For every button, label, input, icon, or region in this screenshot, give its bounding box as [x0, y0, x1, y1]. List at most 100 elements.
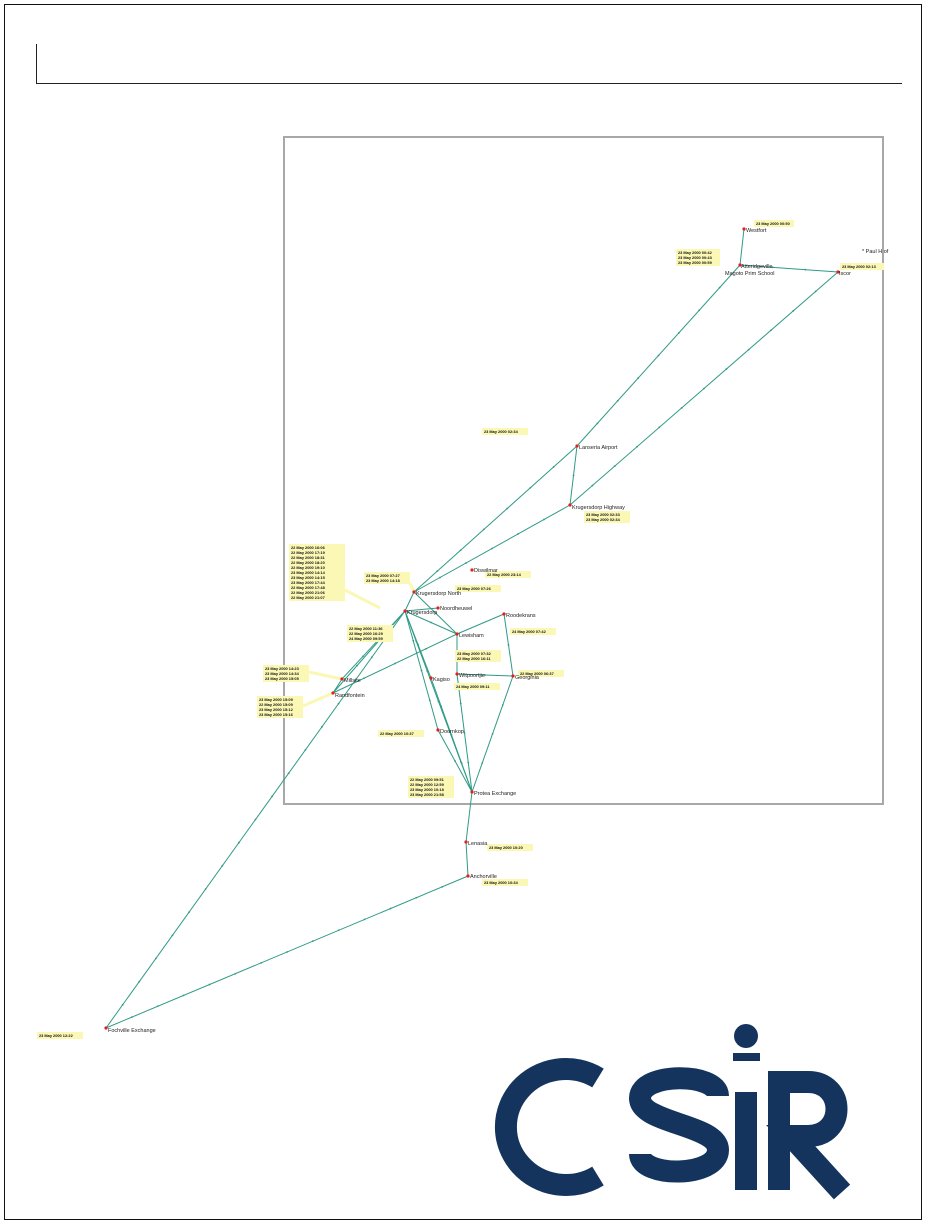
timestamp-label: 23 May 2000 07:26 [457, 586, 492, 591]
timestamp-tag-bg [289, 544, 345, 601]
label-leaders [302, 582, 416, 708]
route-waypoint [271, 795, 274, 798]
place-iscor[interactable]: Iscor [836, 270, 851, 277]
timestamp-tag-bg [263, 665, 309, 682]
place-marker[interactable] [403, 609, 407, 613]
place-atteridgeville[interactable]: Atteridgeville [738, 263, 773, 270]
place-marker[interactable] [455, 672, 459, 676]
place-marker[interactable] [436, 606, 440, 610]
place-marker[interactable] [836, 270, 840, 274]
timestamp-label: 23 May 2000 00:42 [678, 250, 713, 255]
place-marker[interactable] [340, 677, 344, 681]
place-marker[interactable] [568, 503, 572, 507]
label-leader [408, 582, 416, 593]
route-waypoint [771, 266, 774, 269]
place-kagiso[interactable]: Kagiso [429, 676, 450, 683]
route-waypoint [506, 507, 509, 510]
place-label: Atteridgeville [741, 264, 773, 270]
place-marker[interactable] [331, 691, 335, 695]
route-waypoint [596, 422, 599, 425]
place-marker[interactable] [738, 263, 742, 267]
place-diswilmar[interactable]: Diswilmar [470, 568, 498, 574]
place-noordheuwel[interactable]: Noordheuwel [436, 606, 472, 612]
place-kdh[interactable]: Krugersdorp Highway [568, 503, 625, 511]
place-label: Krugersdorp Highway [572, 505, 625, 511]
timestamp-label: 23 May 2000 15:05 [265, 676, 300, 681]
place-roodekrans[interactable]: Roodekrans [502, 612, 536, 619]
place-magoto[interactable]: Magoto Prim School [725, 271, 775, 277]
timestamp-tags: 23 May 2000 00:50 23 May 2000 00:42 23 May… [37, 220, 884, 1039]
place-marker[interactable] [470, 790, 474, 794]
place-westfort[interactable]: Westfort [742, 227, 767, 234]
route-waypoint [370, 656, 373, 659]
route-waypoint [482, 528, 485, 531]
place-doornkop[interactable]: Doornkop [436, 728, 464, 735]
place-lenasia[interactable]: Lenasia [464, 840, 488, 847]
timestamp-tag-bg [676, 249, 720, 266]
place-protea[interactable]: Protea Exchange [470, 790, 516, 797]
timestamp-label: 22 May 2000 17:19 [291, 550, 326, 555]
timestamp-label: 23 May 2000 07:32 [457, 651, 492, 656]
timestamp-label: 23 May 2000 15:16 [259, 712, 294, 717]
route-waypoint [287, 772, 290, 775]
place-kd[interactable]: Krugersdorp [403, 609, 437, 616]
place-marker[interactable] [412, 590, 416, 594]
timestamp-label: 23 May 2000 21:58 [410, 792, 445, 797]
route-waypoint [591, 484, 594, 487]
route-waypoint [680, 407, 683, 409]
timestamp-label: 22 May 2000 11:36 [349, 626, 383, 631]
route-waypoint [434, 612, 437, 614]
place-witpoortjie[interactable]: Witpoortjie [455, 672, 485, 679]
place-marker[interactable] [742, 227, 746, 231]
place-label: Protea Exchange [474, 791, 516, 797]
timestamp-label: 23 May 2000 12:22 [39, 1033, 74, 1038]
place-marker[interactable] [511, 674, 515, 678]
label-leader [302, 691, 334, 708]
route-waypoint [286, 951, 288, 953]
timestamp-label: 22 May 2000 12:59 [410, 782, 445, 787]
place-marker[interactable] [470, 568, 474, 572]
place-millsite[interactable]: Millsite [340, 677, 361, 684]
place-marker[interactable] [502, 612, 506, 616]
timestamp-label: 23 May 2000 15:12 [259, 707, 294, 712]
place-marker[interactable] [104, 1026, 108, 1030]
route-waypoint [517, 533, 519, 535]
route-waypoint [441, 885, 444, 888]
route-waypoint [154, 957, 157, 960]
place-label: Magoto Prim School [725, 271, 775, 277]
timestamp-label: 23 May 2000 02:34 [586, 517, 621, 522]
timestamp-tag-t_westfort: 23 May 2000 00:50 [754, 220, 794, 227]
timestamp-tag-bg [487, 844, 533, 851]
route-waypoint [507, 644, 510, 646]
timestamp-tag-bg [378, 730, 424, 737]
route-waypoint [529, 486, 532, 489]
place-lewisham[interactable]: Lewisham [455, 632, 484, 639]
route-waypoint [337, 929, 340, 932]
place-lanseria[interactable]: Lanseria Airport [575, 444, 618, 451]
place-anchorville[interactable]: Anchorville [466, 874, 497, 880]
place-marker[interactable] [464, 840, 468, 844]
timestamp-tag-bg [408, 776, 454, 798]
place-georginia[interactable]: Georginia [511, 674, 540, 681]
timestamp-tag-t_lanseria: 23 May 2000 02:34 [482, 428, 528, 435]
place-randfontein[interactable]: Randfontein [331, 691, 365, 699]
route-waypoint [208, 983, 211, 986]
place-label: Millsite [344, 678, 361, 684]
place-marker[interactable] [436, 728, 440, 732]
place-paulhof[interactable]: * Paul H of [862, 249, 889, 255]
timestamp-tag-bg [754, 220, 794, 227]
place-marker[interactable] [575, 444, 579, 448]
route-waypoint [362, 655, 364, 658]
route-waypoint [182, 994, 185, 997]
place-fochville[interactable]: Fochville Exchange [104, 1026, 156, 1034]
route-waypoint [616, 399, 619, 402]
place-label: Noordheuwel [440, 606, 472, 612]
place-marker[interactable] [455, 632, 459, 636]
place-marker[interactable] [466, 874, 470, 878]
place-marker[interactable] [429, 676, 433, 680]
place-kdn[interactable]: Krugersdorp North [412, 590, 461, 597]
timestamp-label: 23 May 2000 10:18 [410, 787, 445, 792]
route-waypoint [428, 699, 431, 702]
route-waypoint [450, 734, 453, 736]
place-label: Iscor [839, 271, 851, 277]
